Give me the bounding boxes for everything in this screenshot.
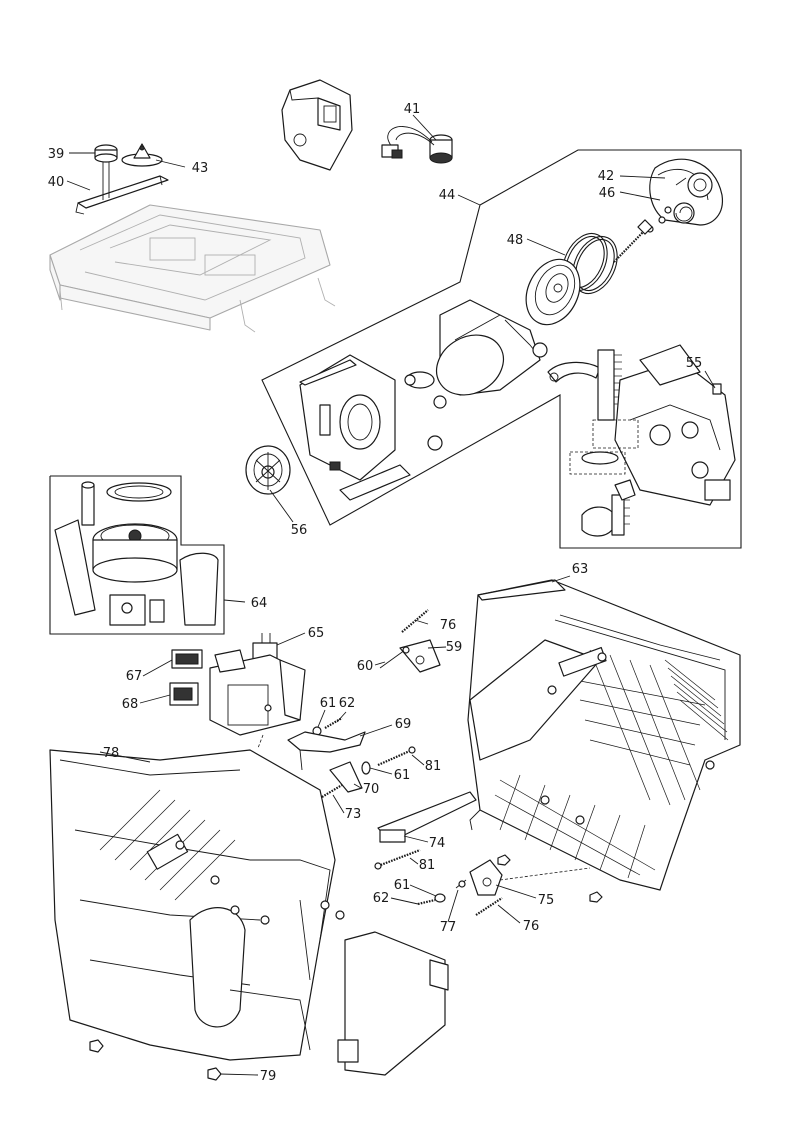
callout-40: 40 [48, 175, 65, 190]
callout-43: 43 [192, 161, 209, 176]
callout-76-upper: 76 [440, 618, 457, 633]
callout-81-lower: 81 [419, 858, 436, 873]
callout-77: 77 [440, 920, 457, 935]
callout-59: 59 [446, 640, 463, 655]
callout-39: 39 [48, 147, 65, 162]
group-64-frame [49, 475, 225, 635]
electronic-module [209, 649, 306, 736]
part-81-screw-lower [374, 848, 421, 870]
callout-67: 67 [126, 669, 143, 684]
part-61-washer-mid [361, 761, 371, 775]
callout-78: 78 [103, 746, 120, 761]
brew-lever-arm [547, 361, 601, 383]
callout-76-lower: 76 [523, 919, 540, 934]
callout-61-lower: 61 [394, 878, 411, 893]
callout-81-upper: 81 [425, 759, 442, 774]
part-61-62-screw-washer-upper [312, 717, 343, 736]
lower-cover-plate [337, 931, 449, 1076]
part-59-lever-block [399, 639, 441, 673]
part-73-spring [321, 784, 343, 798]
part-41-solenoid [381, 126, 453, 164]
callout-60: 60 [357, 659, 374, 674]
callout-75: 75 [538, 893, 555, 908]
part-76-spring-top [401, 609, 429, 633]
callout-69: 69 [395, 717, 412, 732]
piston-spring [613, 219, 653, 263]
part-78-main-frame [49, 749, 345, 1061]
part-60-pin [379, 646, 410, 669]
part-75-bracket [469, 859, 503, 896]
callout-55: 55 [686, 356, 703, 371]
callout-41: 41 [404, 102, 421, 117]
part-69-clip [287, 731, 366, 771]
base-plate-assembly [49, 204, 336, 333]
callout-44: 44 [439, 188, 456, 203]
callout-65: 65 [308, 626, 325, 641]
dashed-assembly-lines [257, 734, 591, 881]
part-81-screw-upper [377, 746, 416, 767]
part-77-pin [455, 879, 467, 889]
callout-46: 46 [599, 186, 616, 201]
small-gear-shaft [581, 479, 636, 537]
brew-cylinder [404, 299, 548, 451]
leader-lines [66, 114, 716, 1076]
part-79-nuts [89, 1039, 222, 1081]
callout-61-mid: 61 [394, 768, 411, 783]
callout-79: 79 [260, 1069, 277, 1084]
part-55-side-mechanism [569, 344, 736, 506]
part-74-slide [377, 791, 477, 843]
hex-nuts [497, 854, 603, 903]
callout-labels: 39 40 41 43 44 42 46 48 55 56 64 63 65 7… [48, 102, 703, 1084]
brew-front-plate [299, 354, 411, 501]
part-61-62-screw-washer-lower [417, 893, 446, 906]
callout-63: 63 [572, 562, 589, 577]
callout-48: 48 [507, 233, 524, 248]
group-44-frame [261, 149, 742, 549]
callout-68: 68 [122, 697, 139, 712]
callout-70: 70 [363, 782, 380, 797]
callout-62-upper: 62 [339, 696, 356, 711]
housing-fins [664, 659, 729, 741]
top-housing-block [281, 79, 353, 171]
piston-disc [525, 258, 581, 326]
part-40-bracket [75, 175, 169, 215]
part-43-cone [121, 143, 163, 167]
part-56-gear-wheel [245, 445, 291, 495]
callout-64: 64 [251, 596, 268, 611]
group-64-parts [54, 481, 219, 626]
callout-73: 73 [345, 807, 362, 822]
part-63-large-housing [467, 579, 741, 891]
callout-42: 42 [598, 169, 615, 184]
part-39-knob [94, 144, 118, 200]
callout-61-upper: 61 [320, 696, 337, 711]
part-70-bracket [329, 761, 363, 793]
callout-56: 56 [291, 523, 308, 538]
housing-lattice [494, 649, 706, 879]
callout-74: 74 [429, 836, 446, 851]
part-68-connector [169, 682, 199, 706]
callout-62-lower: 62 [373, 891, 390, 906]
part-67-connector [171, 649, 203, 669]
part-42-46-rear-cover [646, 158, 724, 233]
part-76-spring-lower [475, 897, 503, 916]
